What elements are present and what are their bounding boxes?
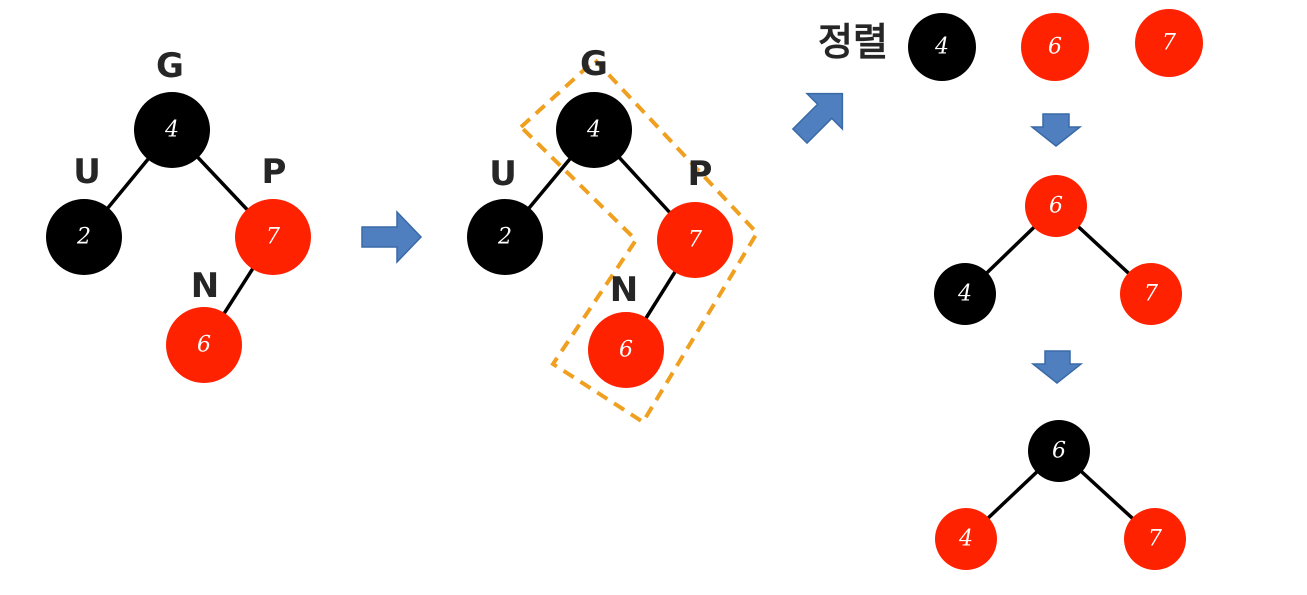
restructured-left [934, 263, 996, 325]
label-parent: P [688, 154, 713, 194]
tree-before: 4 2 7 6 G U P N [46, 46, 311, 383]
label-parent: P [262, 152, 287, 192]
node-new-value: 6 [619, 338, 633, 363]
label-new-node: N [610, 270, 638, 310]
node-parent-value: 7 [688, 228, 702, 253]
node-parent-value: 7 [266, 225, 280, 250]
restructured-root [1025, 175, 1087, 237]
tree-highlighted: 4 2 7 6 G U P N [467, 44, 760, 425]
node-uncle [46, 199, 122, 275]
node-grandparent [556, 92, 632, 168]
recolored-left-value: 4 [958, 527, 973, 552]
sorted-node-7 [1135, 9, 1203, 77]
sorted-node-6-value: 6 [1048, 35, 1062, 60]
label-grandparent: G [156, 46, 184, 86]
restructured-left-value: 4 [957, 282, 972, 307]
node-uncle [467, 199, 543, 275]
recolored-root-value: 6 [1052, 439, 1066, 464]
sorted-row: 정렬 4 6 7 [818, 9, 1203, 81]
sorted-node-6 [1021, 13, 1089, 81]
node-parent [235, 199, 311, 275]
arrow-down-icon [1029, 113, 1083, 147]
restructured-right-value: 7 [1144, 282, 1158, 307]
arrow-diagonal-icon [791, 92, 844, 145]
node-new [166, 307, 242, 383]
sorted-node-4 [908, 13, 976, 81]
restructured-root-value: 6 [1049, 194, 1063, 219]
node-grandparent-value: 4 [586, 118, 601, 143]
sort-label: 정렬 [818, 20, 888, 64]
node-parent [657, 202, 733, 278]
label-uncle: U [489, 154, 517, 194]
sorted-node-4-value: 4 [934, 35, 949, 60]
node-uncle-value: 2 [497, 225, 512, 250]
node-grandparent [134, 92, 210, 168]
recolored-left [935, 508, 997, 570]
node-uncle-value: 2 [76, 225, 91, 250]
recolored-root [1028, 420, 1090, 482]
restructured-right [1120, 263, 1182, 325]
label-grandparent: G [580, 44, 608, 84]
arrow-down-icon [1030, 350, 1084, 384]
sorted-node-7-value: 7 [1162, 31, 1176, 56]
label-uncle: U [73, 152, 101, 192]
arrow-right-icon [361, 210, 423, 264]
tree-restructured: 6 4 7 [934, 175, 1182, 325]
node-new-value: 6 [197, 333, 211, 358]
recolored-right-value: 7 [1148, 527, 1162, 552]
tree-recolored: 6 4 7 [935, 420, 1186, 570]
recolored-right [1124, 508, 1186, 570]
node-new [588, 312, 664, 388]
label-new-node: N [191, 266, 219, 306]
node-grandparent-value: 4 [164, 118, 179, 143]
